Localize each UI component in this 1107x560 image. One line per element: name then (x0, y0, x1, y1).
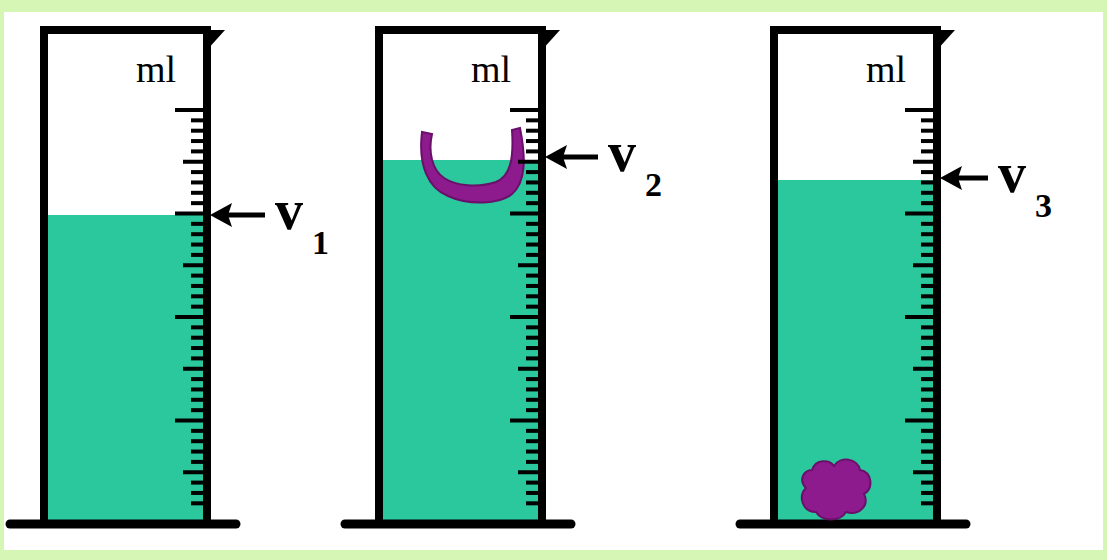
volume-symbol: v (998, 145, 1026, 201)
floating-object (421, 128, 524, 203)
volume-subscript: 3 (1035, 189, 1052, 223)
volume-symbol: v (608, 124, 636, 180)
cylinder (740, 30, 988, 524)
scale-ticks (175, 110, 935, 503)
volume-symbol: v (275, 182, 303, 238)
unit-label: ml (136, 50, 176, 88)
unit-label: ml (866, 50, 906, 88)
volume-subscript: 2 (645, 168, 662, 202)
cylinder (345, 30, 598, 524)
unit-label: ml (471, 50, 511, 88)
volume-subscript: 1 (312, 226, 329, 260)
panel (4, 12, 1103, 550)
sunken-object (802, 460, 870, 520)
cylinder (10, 30, 265, 524)
